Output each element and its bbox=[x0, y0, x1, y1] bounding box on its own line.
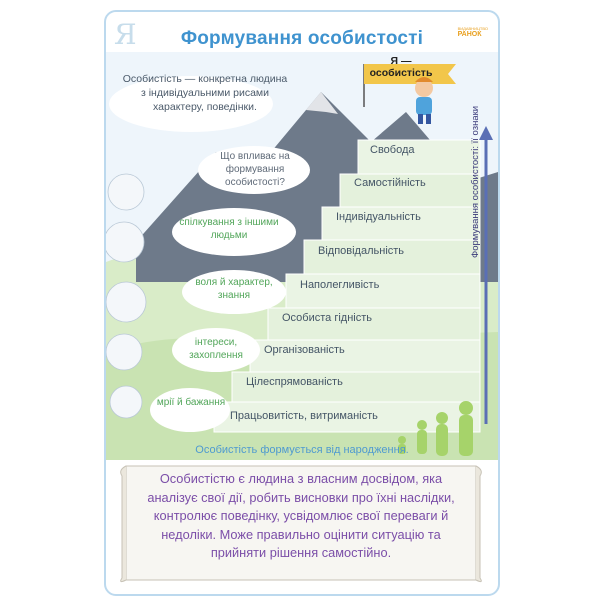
arrow-up-icon bbox=[479, 126, 493, 424]
cloud-dreams: мрії й бажання bbox=[156, 397, 226, 408]
growing-people-silhouettes-icon bbox=[398, 401, 473, 456]
step-label: Самостійність bbox=[354, 177, 426, 189]
flag-icon bbox=[363, 64, 456, 107]
flag-label: Я — особистість bbox=[369, 55, 433, 79]
page-title: Формування особистості bbox=[180, 28, 424, 49]
staircase-steps bbox=[213, 139, 481, 433]
cloud-interests: інтереси, захоплення bbox=[189, 337, 243, 361]
publisher-name: РАНОК bbox=[457, 31, 482, 38]
step-label: Наполегливість bbox=[300, 279, 380, 291]
child-figure-icon bbox=[415, 77, 433, 124]
publisher-small-label: ВИДАВНИЦТВО bbox=[457, 26, 488, 31]
cloud-will-character: воля й характер, знання bbox=[195, 277, 273, 301]
step-label: Особиста гідність bbox=[282, 312, 372, 324]
corner-letter-mark: Я bbox=[114, 18, 137, 51]
cloud-question: Що впливає на формування особистості? bbox=[220, 151, 290, 188]
cloud-communication: спілкування з іншими людьми bbox=[179, 217, 279, 241]
bottom-caption: Особистість формується від народження. bbox=[195, 444, 409, 456]
poster: Я Формування особистості ВИДАВНИЦТВО РАН… bbox=[104, 10, 500, 596]
arrow-caption: Формування особистості: її ознаки bbox=[470, 105, 481, 258]
step-label: Індивідуальність bbox=[336, 211, 421, 223]
intro-note: Особистість — конкретна людина з індивід… bbox=[122, 73, 288, 113]
cloud-icon bbox=[109, 76, 310, 432]
step-label: Цілеспрямованість bbox=[246, 376, 343, 388]
publisher-logo: ВИДАВНИЦТВО РАНОК bbox=[458, 26, 488, 38]
step-label: Свобода bbox=[370, 144, 415, 156]
scroll-banner bbox=[120, 465, 482, 583]
scroll-definition-text: Особистістю є людина з власним досвідом,… bbox=[147, 471, 455, 561]
step-label: Організованість bbox=[264, 344, 345, 356]
staircase-scene bbox=[106, 52, 498, 460]
step-label: Відповідальність bbox=[318, 245, 405, 257]
step-label: Працьовитість, витриманість bbox=[230, 410, 378, 422]
